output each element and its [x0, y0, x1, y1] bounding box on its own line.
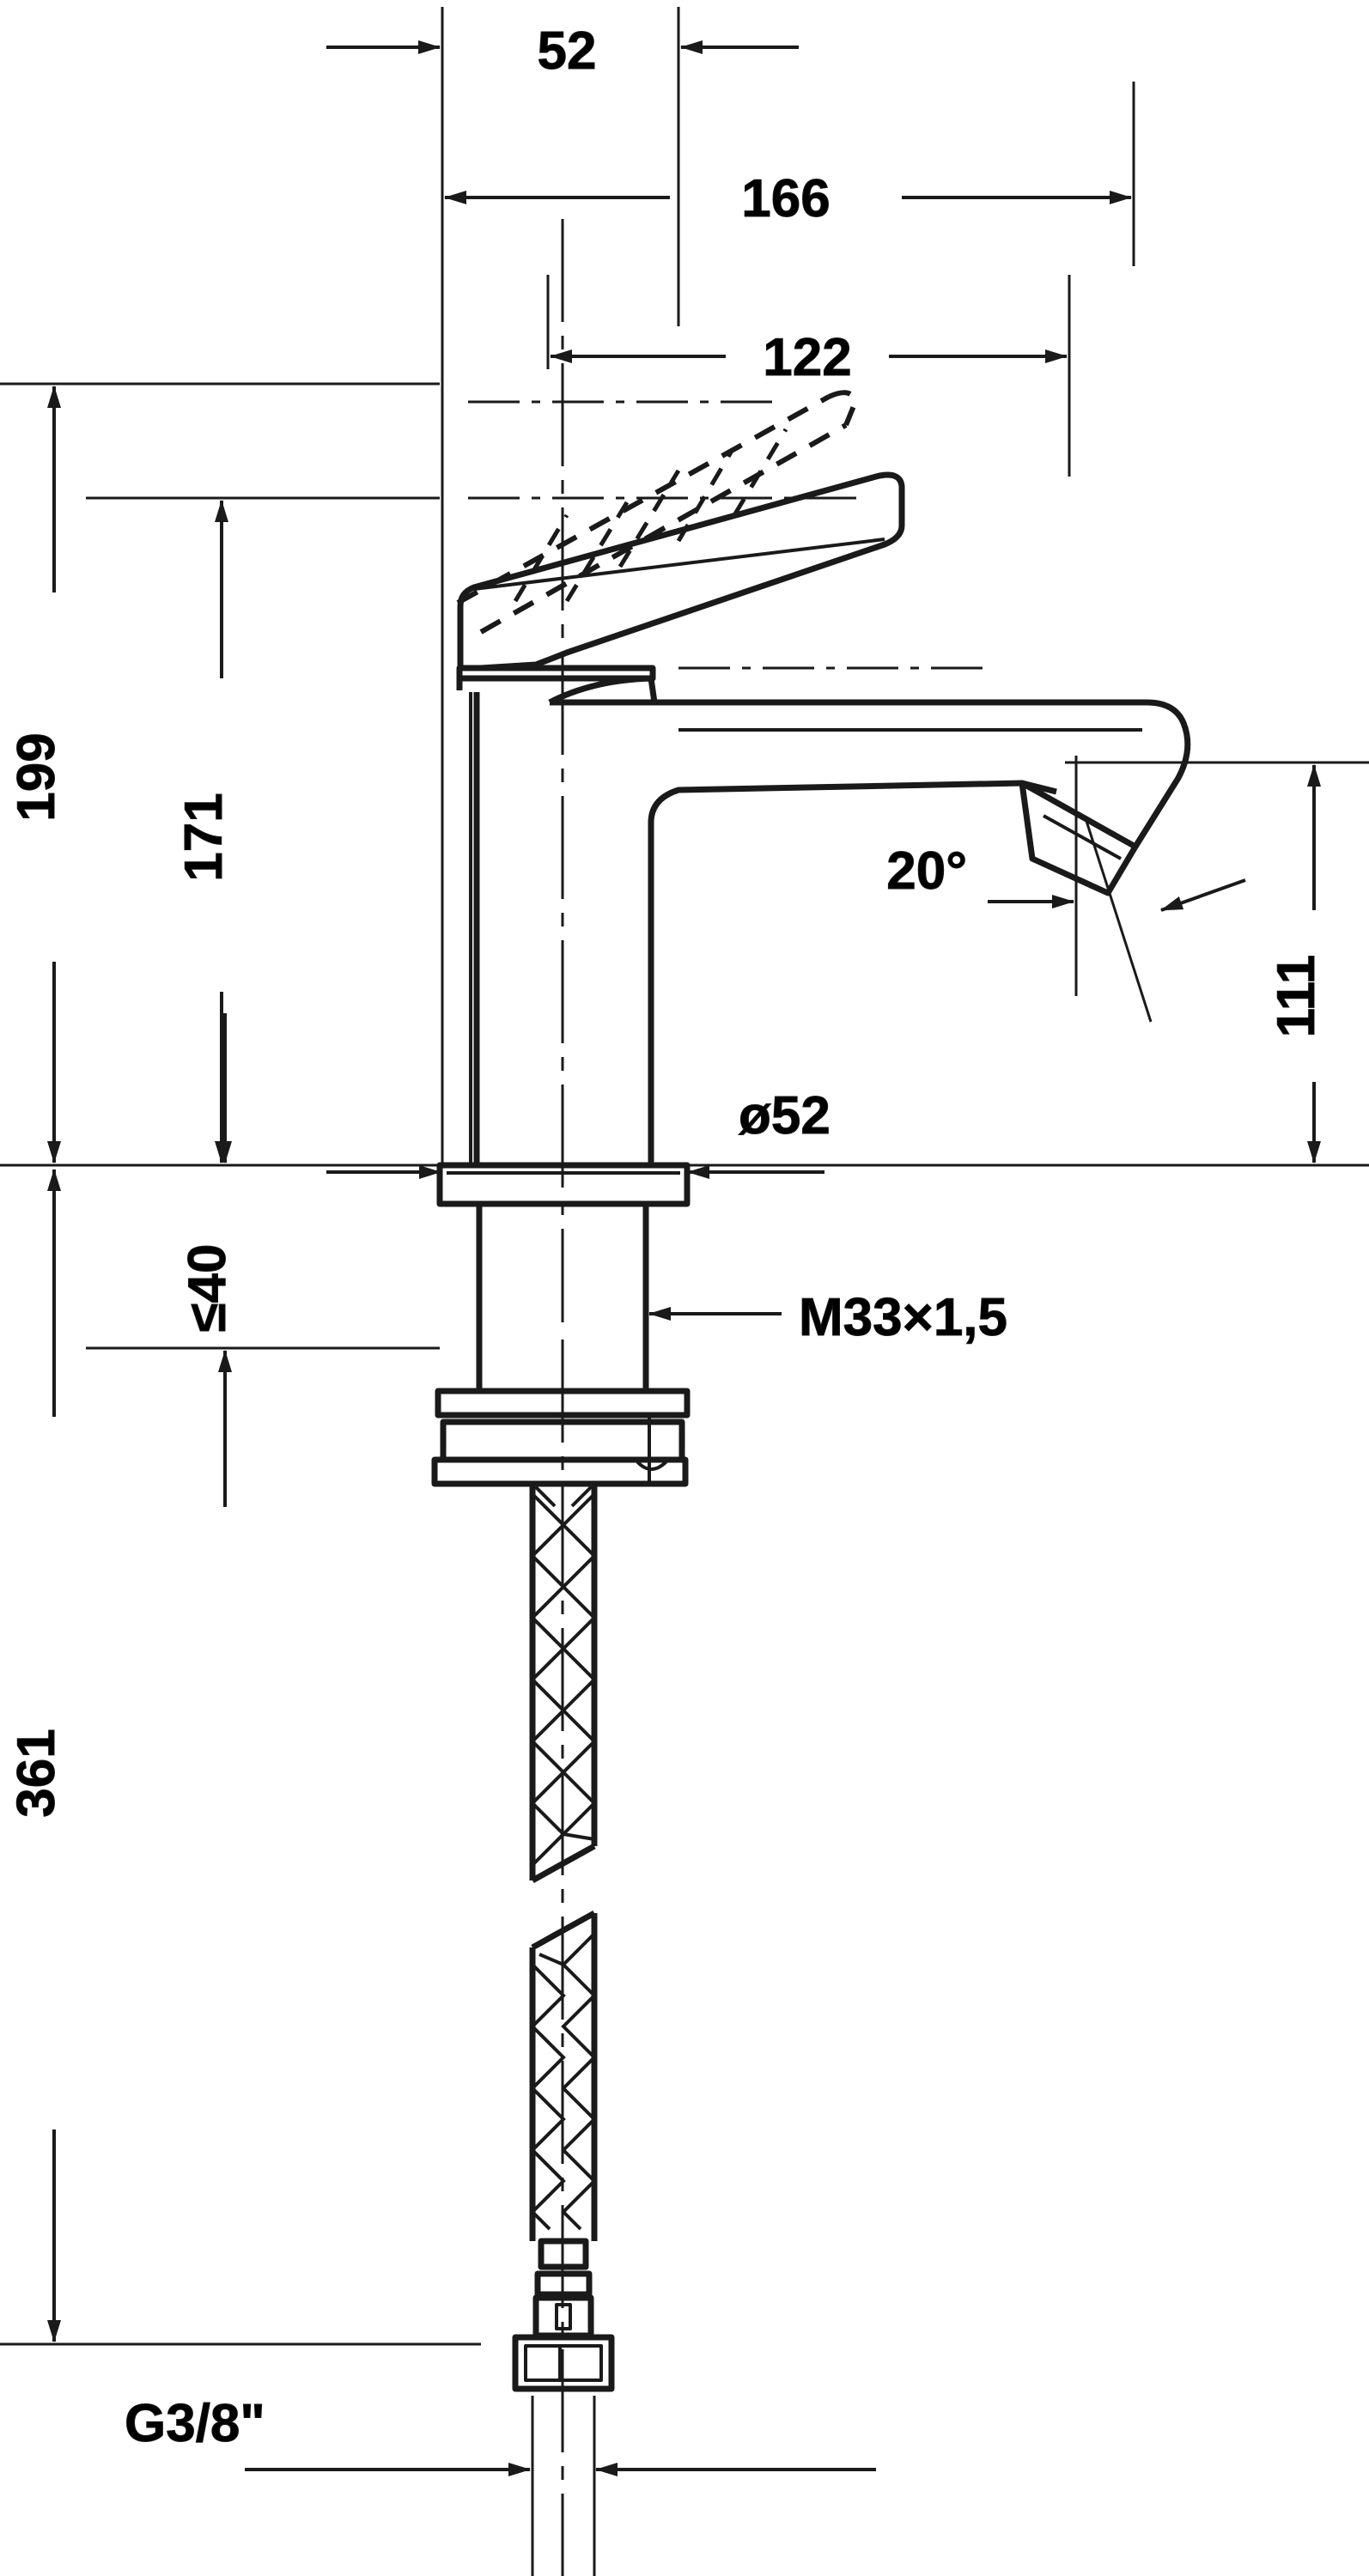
- fitting-hex-nut: [512, 2334, 615, 2392]
- dimension-20-degrees: [988, 756, 1246, 1023]
- cartridge-shoulder: [548, 675, 658, 706]
- hose-braid-mesh: [530, 1482, 597, 2231]
- lever-crease: [473, 538, 885, 591]
- aerator-outlet: [1019, 780, 1139, 896]
- dimension-label-thread-m33: M33×1,5: [799, 1288, 1007, 1347]
- hex-nut-inner: [524, 2344, 603, 2382]
- fitting-collar-2: [534, 2270, 593, 2298]
- dimension-label-361: 361: [7, 1728, 66, 1817]
- dimension-label-g38: G3/8": [125, 2394, 265, 2453]
- mounting-washer-lower: [431, 1456, 689, 1487]
- extension-lines: [0, 7, 1369, 2346]
- dimension-label-171: 171: [174, 793, 234, 881]
- fitting-bore: [555, 2303, 572, 2330]
- base-escutcheon: [436, 1162, 691, 1207]
- dimension-label-diameter-52: ø52: [739, 1086, 831, 1145]
- dimension-label-40-max: ≤40: [178, 1244, 237, 1333]
- dimension-label-122: 122: [763, 328, 851, 387]
- aerator-axis-line: [1083, 815, 1153, 1023]
- construction-lines: [468, 400, 988, 670]
- nut-chamfer: [634, 1458, 670, 1471]
- dimension-g38: [245, 2396, 876, 2576]
- dimension-label-166: 166: [741, 169, 830, 228]
- dimension-label-20-degrees: 20°: [886, 841, 967, 901]
- fitting-collar-1: [538, 2238, 589, 2270]
- lever-handle-closed: [457, 471, 905, 671]
- dimension-label-52-top: 52: [538, 21, 597, 81]
- spout-top-profile: [550, 699, 1191, 848]
- spout-bottom-profile: [648, 780, 1057, 953]
- mounting-washer-upper: [435, 1388, 691, 1419]
- hose-break-upper: [531, 1843, 596, 1884]
- handle-base-gap: [456, 665, 656, 682]
- dimension-label-111: 111: [1267, 955, 1326, 1038]
- lever-open-position-hatching: [513, 428, 788, 603]
- hose-break-lower: [531, 1910, 596, 1951]
- dimension-label-199: 199: [7, 732, 66, 821]
- lever-open-position-phantom: [456, 390, 859, 635]
- aerator-inner-line: [1043, 814, 1122, 860]
- faucet-outline: [431, 471, 1191, 2392]
